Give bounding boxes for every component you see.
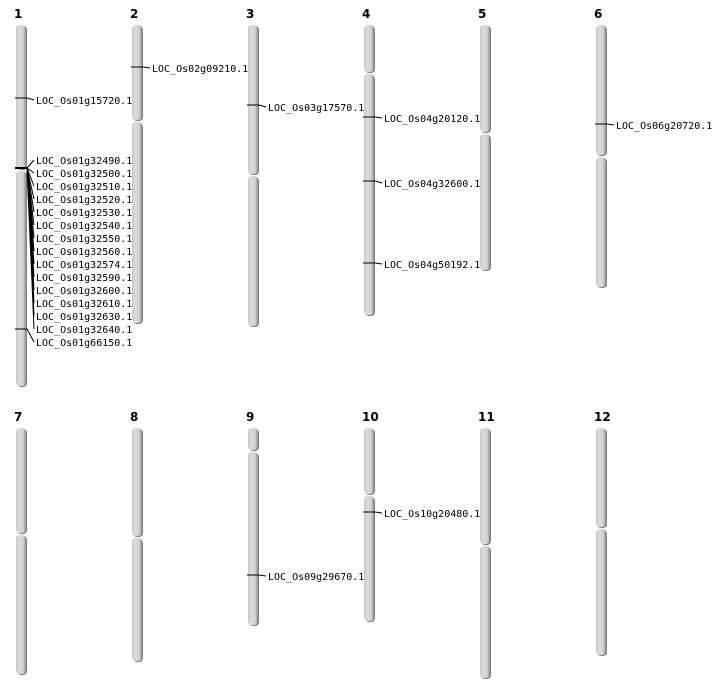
- chromosome-3-long-arm: [248, 176, 258, 326]
- chromosome-8-short-arm: [132, 428, 142, 536]
- gene-label: LOC_Os01g32550.1: [36, 234, 132, 245]
- gene-label: LOC_Os01g32600.1: [36, 286, 132, 297]
- chromosome-8-long-arm: [132, 538, 142, 661]
- gene-label: LOC_Os01g32560.1: [36, 247, 132, 258]
- chromosome-12-short-arm: [596, 428, 606, 527]
- chromosome-2-label: 2: [130, 7, 138, 21]
- gene-label: LOC_Os01g32530.1: [36, 208, 132, 219]
- gene-leader-line: [26, 328, 35, 343]
- chromosome-12-long-arm: [596, 529, 606, 655]
- gene-leader-line: [142, 66, 151, 69]
- chromosome-10-short-arm: [364, 428, 374, 494]
- gene-leader-line: [26, 167, 35, 330]
- chromosome-6-long-arm: [596, 157, 606, 287]
- gene-label: LOC_Os10g20480.1: [384, 509, 480, 520]
- gene-label: LOC_Os03g17570.1: [268, 103, 364, 114]
- chromosome-2-long-arm: [132, 122, 142, 323]
- gene-label: LOC_Os01g32510.1: [36, 182, 132, 193]
- chromosome-8-label: 8: [130, 410, 138, 424]
- gene-label: LOC_Os04g20120.1: [384, 114, 480, 125]
- chromosome-2-short-arm: [132, 25, 142, 120]
- chromosome-9-label: 9: [246, 410, 254, 424]
- chromosome-10-long-arm: [364, 496, 374, 621]
- gene-label: LOC_Os01g32640.1: [36, 325, 132, 336]
- gene-label: LOC_Os01g66150.1: [36, 338, 132, 349]
- gene-leader-line: [374, 511, 383, 514]
- chromosome-5-short-arm: [480, 25, 490, 132]
- chromosome-5-label: 5: [478, 7, 486, 21]
- chromosome-6-short-arm: [596, 25, 606, 155]
- chromosome-1-short-arm: [16, 25, 26, 169]
- gene-label: LOC_Os01g32610.1: [36, 299, 132, 310]
- gene-label: LOC_Os01g32490.1: [36, 156, 132, 167]
- gene-label: LOC_Os04g50192.1: [384, 260, 480, 271]
- chromosome-7-long-arm: [16, 535, 26, 674]
- gene-leader-line: [258, 574, 267, 577]
- chromosome-11-label: 11: [478, 410, 495, 424]
- chromosome-10-label: 10: [362, 410, 379, 424]
- gene-label: LOC_Os01g32574.1: [36, 260, 132, 271]
- gene-leader-line: [26, 97, 35, 101]
- chromosome-11-long-arm: [480, 546, 490, 678]
- gene-leader-line: [374, 262, 383, 265]
- gene-label: LOC_Os02g09210.1: [152, 64, 248, 75]
- gene-leader-line: [26, 159, 35, 169]
- chromosome-7-label: 7: [14, 410, 22, 424]
- gene-label: LOC_Os09g29670.1: [268, 572, 364, 583]
- gene-label: LOC_Os01g32500.1: [36, 169, 132, 180]
- gene-leader-line: [374, 180, 383, 184]
- gene-label: LOC_Os01g32520.1: [36, 195, 132, 206]
- chromosome-7-short-arm: [16, 428, 26, 533]
- chromosome-11-short-arm: [480, 428, 490, 544]
- chromosome-4-short-arm: [364, 25, 374, 72]
- chromosome-9-long-arm: [248, 452, 258, 625]
- gene-label: LOC_Os04g32600.1: [384, 179, 480, 190]
- chromosome-3-label: 3: [246, 7, 254, 21]
- gene-label: LOC_Os01g32540.1: [36, 221, 132, 232]
- chromosome-6-label: 6: [594, 7, 602, 21]
- gene-leader-line: [374, 116, 383, 119]
- gene-leader-line: [606, 123, 615, 126]
- gene-leader-line: [26, 167, 35, 174]
- gene-label: LOC_Os01g32590.1: [36, 273, 132, 284]
- chromosome-4-label: 4: [362, 7, 370, 21]
- gene-label: LOC_Os01g15720.1: [36, 96, 132, 107]
- gene-label: LOC_Os01g32630.1: [36, 312, 132, 323]
- gene-label: LOC_Os06g20720.1: [616, 121, 712, 132]
- chromosome-1-label: 1: [14, 7, 22, 21]
- chromosome-4-long-arm: [364, 74, 374, 315]
- chromosome-3-short-arm: [248, 25, 258, 174]
- chromosome-5-long-arm: [480, 134, 490, 270]
- gene-leader-line: [258, 104, 267, 108]
- chromosome-12-label: 12: [594, 410, 611, 424]
- chromosome-9-short-arm: [248, 428, 258, 450]
- chromosome-1-long-arm: [16, 171, 26, 386]
